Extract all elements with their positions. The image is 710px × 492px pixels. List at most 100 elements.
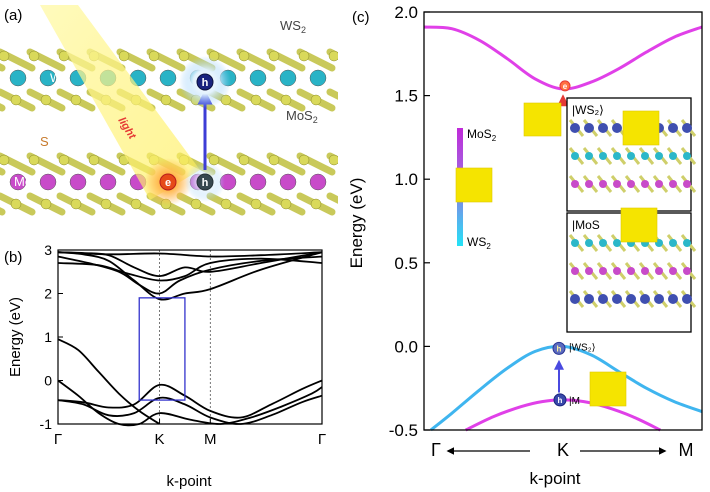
sulfur-rod — [360, 92, 392, 108]
sulfur-atom — [70, 94, 82, 106]
x-tick-label: Γ — [318, 431, 326, 448]
mos2-metal-atom — [9, 173, 27, 191]
mos2-metal-atom — [279, 173, 297, 191]
band-line — [57, 394, 323, 425]
x-tick-label: K — [155, 431, 165, 448]
electron-marker — [159, 173, 177, 191]
panel-c-zoomed-bands: (c) MoS2 WS2 e h h |WS₂⟩ |M |WS₂⟩ |MoS — [347, 3, 703, 488]
ws2-metal-atom — [370, 70, 386, 86]
sulfur-atom — [298, 154, 310, 166]
colorbar-bottom-label: WS2 — [467, 235, 491, 251]
electron-marker-c — [559, 80, 571, 92]
sticky-note-4 — [620, 207, 658, 243]
ws2-orbital-atom — [682, 123, 692, 133]
mos2-metal-atom — [99, 173, 117, 191]
band-curve — [429, 344, 703, 432]
sulfur-atom — [280, 94, 292, 106]
sulfur-atom — [130, 198, 142, 210]
sticky-note-3 — [622, 110, 660, 146]
sulfur-rod — [360, 156, 392, 172]
ws2-state-label: |WS₂⟩ — [569, 342, 596, 353]
band-line — [57, 338, 160, 425]
ws2-metal-atom — [340, 70, 356, 86]
mos2-orbital-atom — [584, 294, 594, 304]
sulfur-rod — [326, 88, 338, 100]
panel-b-high-symmetry-lines — [159, 250, 211, 424]
sulfur-atom — [10, 198, 22, 210]
x-tick-label: M — [679, 440, 694, 460]
ws2-atom — [669, 239, 677, 247]
ws2-atom — [599, 152, 607, 160]
y-tick-label: 3 — [44, 242, 52, 258]
panel-c-ylabel: Energy (eV) — [347, 178, 366, 269]
hole-marker-c-bottom — [553, 393, 567, 407]
ws2-metal-atom — [279, 69, 297, 87]
y-tick-label: 0 — [44, 373, 52, 389]
mos2-orbital-atom — [626, 294, 636, 304]
sulfur-atom — [328, 154, 338, 166]
mos2-metal-atom — [370, 174, 386, 190]
sulfur-atom — [371, 199, 381, 209]
mos2-atom — [627, 180, 635, 188]
y-tick-label: -1 — [40, 416, 53, 432]
sulfur-atom — [40, 94, 52, 106]
ws2-atom — [669, 152, 677, 160]
ws2-atom — [585, 152, 593, 160]
mos2-orbital-atom — [668, 294, 678, 304]
sulfur-atom — [220, 198, 232, 210]
band-line — [57, 251, 323, 301]
sulfur-atom — [250, 198, 262, 210]
mos2-atom — [655, 180, 663, 188]
sulfur-atom — [160, 94, 172, 106]
mos2-atom — [669, 180, 677, 188]
sulfur-rod — [326, 192, 338, 204]
ws2-atom — [613, 152, 621, 160]
sulfur-atom — [310, 94, 322, 106]
ws2-atom — [571, 239, 579, 247]
mos2-metal-atom — [249, 173, 267, 191]
hole-marker-upper — [196, 73, 214, 91]
panel-b-ylabel: Energy (eV) — [7, 297, 24, 377]
mos2-atom — [599, 180, 607, 188]
atom-label-s: S — [40, 134, 49, 149]
ws2-orbital-atom — [570, 123, 580, 133]
sulfur-atom — [148, 50, 160, 62]
sulfur-atom — [328, 50, 338, 62]
ws2-metal-atom — [39, 69, 57, 87]
electron-symbol: e — [165, 177, 171, 189]
mos2-metal-atom — [309, 173, 327, 191]
sticky-note-5 — [589, 371, 627, 407]
sulfur-atom — [298, 50, 310, 62]
sulfur-atom — [0, 154, 10, 166]
y-tick-label: 1 — [44, 329, 52, 345]
panel-c-axes-frame — [423, 11, 703, 431]
mos2-atom — [655, 267, 663, 275]
mos2-atom — [599, 267, 607, 275]
wavefunction-inset: |WS₂⟩ |MoS — [566, 97, 697, 333]
inset-bottom-label: |MoS — [572, 218, 600, 232]
layer-label-ws2: WS2 — [280, 18, 306, 35]
panel-b-label: (b) — [4, 249, 22, 266]
sulfur-atom — [371, 95, 381, 105]
atom-label-w: W — [50, 71, 62, 85]
y-tick-label: 2.0 — [394, 3, 418, 22]
mos2-orbital-atom — [612, 294, 622, 304]
mos2-atom — [683, 267, 691, 275]
hole-symbol-c-bottom: h — [558, 396, 563, 405]
colorbar-top-label: MoS2 — [467, 127, 497, 143]
inset-top-label: |WS₂⟩ — [572, 103, 604, 117]
sulfur-atom — [100, 198, 112, 210]
mos2-atom — [613, 267, 621, 275]
sulfur-atom — [70, 198, 82, 210]
band-line — [57, 379, 323, 427]
mos2-orbital-atom — [570, 294, 580, 304]
ws2-metal-atom — [249, 69, 267, 87]
panel-a-label: (a) — [4, 7, 22, 24]
mos2-atom — [641, 267, 649, 275]
panel-b-xlabel: k-point — [166, 473, 212, 490]
panel-a-structure-illustration: light e h h (a) W S Mo WS2 MoS2 — [0, 0, 392, 226]
ws2-orbital-atom — [668, 123, 678, 133]
mos2-orbital-atom — [598, 294, 608, 304]
ws2-orbital-atom — [584, 123, 594, 133]
